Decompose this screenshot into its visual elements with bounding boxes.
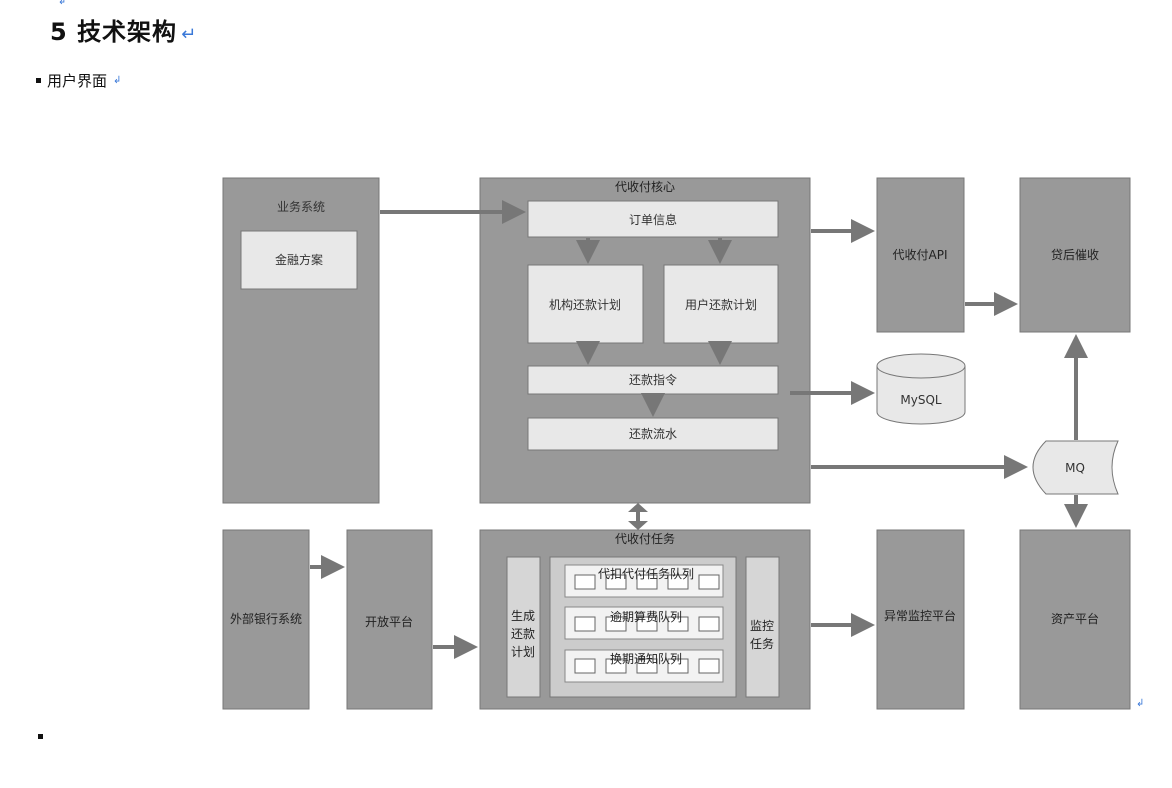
gen-plan-line1: 生成 <box>511 609 535 623</box>
paragraph-mark-icon: ↲ <box>113 75 122 86</box>
user-plan-label: 用户还款计划 <box>685 297 757 312</box>
collection-label: 贷后催收 <box>1051 248 1099 262</box>
queue-slots <box>574 574 720 674</box>
mysql-cylinder <box>876 353 966 425</box>
monitor-task-box <box>745 556 780 698</box>
gen-plan-line3: 计划 <box>511 645 535 659</box>
api-label: 代收付API <box>893 248 948 262</box>
external-bank-box <box>222 529 310 710</box>
tasks-title: 代收付任务 <box>615 531 675 546</box>
flow-label: 还款流水 <box>629 427 677 441</box>
paragraph-mark-icon: ↲ <box>1136 698 1145 709</box>
anomaly-label: 异常监控平台 <box>884 608 956 623</box>
order-info-label: 订单信息 <box>629 212 677 227</box>
paragraph-mark-icon: ↲ <box>58 0 67 7</box>
instruction-box <box>527 365 779 395</box>
collection-box <box>1019 177 1131 333</box>
heading-text: 技术架构 <box>77 18 178 46</box>
heading-number: 5 <box>50 18 68 46</box>
return-mark-icon: ↵ <box>181 24 198 45</box>
gen-plan-box <box>506 556 541 698</box>
order-info-box <box>527 200 779 238</box>
bidirectional-arrow <box>628 503 648 530</box>
api-box <box>876 177 965 333</box>
bullet-icon <box>36 78 41 83</box>
mq-label: MQ <box>1065 461 1085 475</box>
queue-label-3: 换期通知队列 <box>610 651 682 666</box>
open-platform-label: 开放平台 <box>365 614 413 629</box>
queue-label-1: 代扣代付任务队列 <box>598 566 694 581</box>
asset-box <box>1019 529 1131 710</box>
monitor-task-line2: 任务 <box>750 636 774 651</box>
business-system-box <box>222 177 380 504</box>
section-label: 用户界面 <box>47 72 108 90</box>
queue-label-2: 逾期算费队列 <box>610 609 682 624</box>
external-bank-label: 外部银行系统 <box>230 611 302 626</box>
anomaly-box <box>876 529 965 710</box>
page-title: 5 技术架构↵ <box>50 12 197 47</box>
mysql-label: MySQL <box>900 393 942 407</box>
connector-arrows <box>310 200 1088 659</box>
section-bullet: 用户界面 ↲ <box>36 70 121 91</box>
mq-shape <box>1032 440 1119 495</box>
finance-plan-box <box>240 230 358 290</box>
business-system-title: 业务系统 <box>277 199 325 214</box>
core-title: 代收付核心 <box>615 180 675 194</box>
asset-label: 资产平台 <box>1051 611 1099 626</box>
finance-plan-label: 金融方案 <box>275 252 323 267</box>
open-platform-box <box>346 529 433 710</box>
gen-plan-line2: 还款 <box>511 627 535 641</box>
flow-box <box>527 417 779 451</box>
inst-plan-label: 机构还款计划 <box>549 297 621 312</box>
empty-bullet <box>38 734 43 739</box>
instruction-label: 还款指令 <box>629 372 677 387</box>
monitor-task-line1: 监控 <box>750 619 774 633</box>
